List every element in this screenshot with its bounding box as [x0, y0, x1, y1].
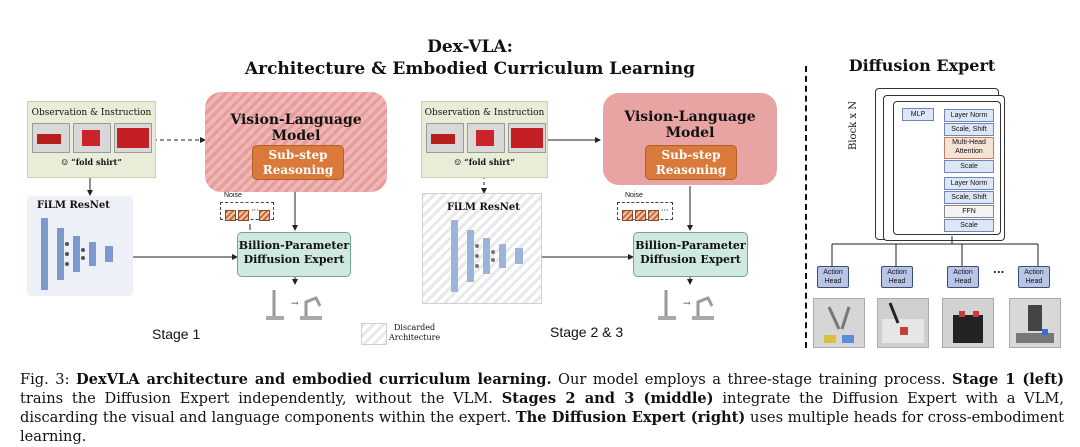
observation-title: Observation & Instruction — [424, 108, 545, 118]
section-divider — [805, 66, 807, 348]
film-resnet-label: FiLM ResNet — [447, 202, 520, 213]
camera-photo — [32, 123, 70, 153]
block-count-label: Block x N — [848, 101, 859, 150]
speaker-icon: ☺ — [454, 157, 462, 167]
robot-embodiment-image — [942, 298, 994, 348]
figure-title-line1: Dex-VLA: — [427, 37, 513, 57]
robot-arm-icon: → — [658, 290, 714, 320]
scale-shift-row: Scale, Shift — [944, 123, 994, 136]
mlp-box: MLP — [902, 108, 934, 121]
camera-photo — [114, 123, 152, 153]
scale-row: Scale — [944, 160, 994, 173]
vlm-label: Vision-Language Model — [230, 112, 362, 144]
noise-token — [258, 210, 270, 221]
ffn-row: FFN — [944, 205, 994, 218]
instruction-text: ☺ “fold shirt” — [454, 157, 515, 167]
robot-arm-icon: → — [266, 290, 322, 320]
robot-embodiment-image — [877, 298, 929, 348]
multi-head-attention-row: Multi-Head Attention — [944, 137, 994, 159]
vlm-label: Vision-Language Model — [624, 109, 756, 141]
layer-norm-row: Layer Norm — [944, 109, 994, 122]
noise-box: ··· — [617, 202, 673, 221]
noise-box: ··· — [220, 202, 274, 221]
robot-embodiment-image — [1009, 298, 1061, 348]
head-branch-lines — [831, 236, 1039, 266]
observation-instruction-box: Observation & Instruction ☺ “fold shirt” — [27, 101, 156, 178]
observation-instruction-box: Observation & Instruction ☺ “fold shirt” — [421, 101, 548, 178]
observation-title: Observation & Instruction — [31, 108, 152, 118]
diffusion-expert-title: Diffusion Expert — [848, 56, 996, 75]
camera-photo — [73, 123, 111, 153]
svg-text:→: → — [683, 299, 691, 309]
stage-2-3-label: Stage 2 & 3 — [550, 324, 624, 340]
robot-embodiment-image — [813, 298, 865, 348]
svg-text:→: → — [291, 299, 299, 309]
camera-photo — [426, 123, 464, 153]
figure-title-line2: Architecture & Embodied Curriculum Learn… — [244, 59, 696, 79]
layer-norm-row: Layer Norm — [944, 177, 994, 190]
speaker-icon: ☺ — [61, 157, 69, 167]
noise-token — [225, 210, 236, 221]
noise-label: Noise — [625, 192, 643, 199]
film-network-icon — [41, 218, 113, 290]
camera-photo — [467, 123, 505, 153]
film-network-icon — [451, 220, 523, 292]
noise-token — [622, 210, 633, 221]
camera-photo — [508, 123, 546, 153]
instruction-text: ☺ “fold shirt” — [61, 157, 122, 167]
figure-caption: Fig. 3: DexVLA architecture and embodied… — [20, 371, 1065, 445]
discarded-legend-swatch — [361, 323, 387, 345]
noise-token — [648, 210, 659, 221]
heads-ellipsis: ··· — [993, 266, 1005, 279]
noise-label: Noise — [224, 192, 242, 199]
noise-token — [635, 210, 646, 221]
film-resnet-label: FiLM ResNet — [37, 200, 110, 211]
noise-token — [238, 210, 249, 221]
film-resnet-box: FiLM ResNet — [27, 196, 133, 296]
film-resnet-box-discarded: FiLM ResNet — [422, 193, 542, 304]
scale-shift-row: Scale, Shift — [944, 191, 994, 204]
stage-1-label: Stage 1 — [152, 326, 201, 342]
scale-row: Scale — [944, 219, 994, 232]
